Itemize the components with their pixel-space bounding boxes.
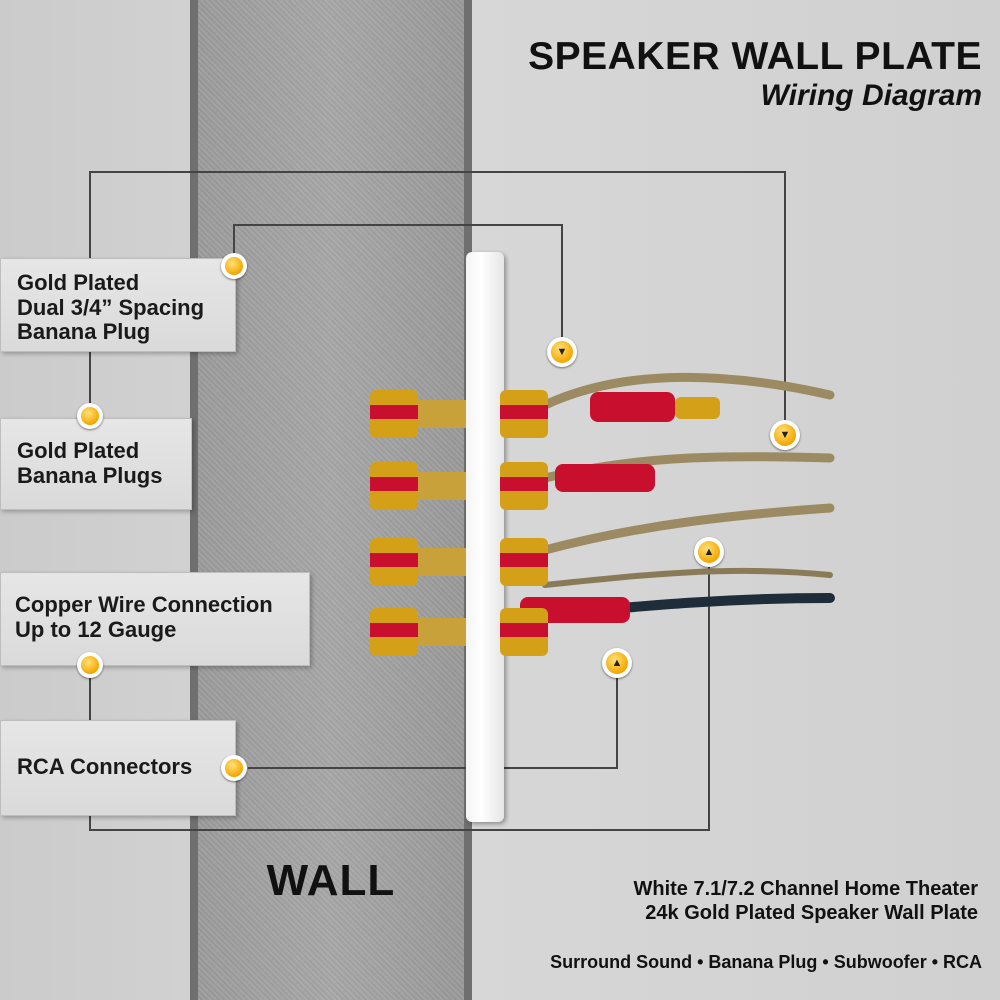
title-main: SPEAKER WALL PLATE (528, 35, 982, 78)
rca-plug-gold-tip (675, 397, 720, 419)
callout-copper-wire: Copper Wire Connection Up to 12 Gauge (0, 572, 310, 666)
footer-product-line-1: White 7.1/7.2 Channel Home Theater (633, 878, 978, 900)
up-arrow-marker-icon: ▲ (602, 648, 632, 678)
speaker-cable (540, 372, 835, 410)
footer-product-line-2: 24k Gold Plated Speaker Wall Plate (645, 902, 978, 924)
binding-post (500, 462, 548, 510)
rca-plug-red (520, 597, 630, 623)
speaker-cable (540, 503, 835, 555)
footer-tags: Surround Sound • Banana Plug • Subwoofer… (550, 952, 982, 972)
callout-line: RCA Connectors (17, 754, 193, 779)
callout-dual-banana-plug: Gold Plated Dual 3/4” Spacing Banana Plu… (0, 258, 236, 352)
callout-line: Copper Wire Connection (15, 592, 273, 617)
wall-section (190, 0, 472, 1000)
rca-plug-red (555, 464, 655, 492)
callout-line: Dual 3/4” Spacing (17, 294, 205, 320)
binding-post (500, 538, 548, 586)
callout-line: Up to 12 Gauge (15, 616, 177, 642)
gold-dot-icon (221, 755, 247, 781)
callout-line: Gold Plated (17, 270, 140, 295)
callout-line: Gold Plated (17, 438, 140, 463)
speaker-cable (542, 567, 833, 588)
gold-dot-icon (221, 253, 247, 279)
rca-plug-red (590, 392, 675, 422)
callout-banana-plugs: Gold Plated Banana Plugs (0, 418, 192, 510)
callout-line: Banana Plugs (17, 462, 163, 488)
wall-plate (466, 252, 504, 822)
binding-post (500, 608, 548, 656)
title-subtitle: Wiring Diagram (760, 78, 982, 112)
gold-dot-icon (77, 652, 103, 678)
wall-label: WALL (266, 856, 396, 905)
speaker-cable (540, 593, 835, 620)
down-arrow-marker-icon: ▼ (770, 420, 800, 450)
callout-rca-connectors: RCA Connectors (0, 720, 236, 816)
up-arrow-marker-icon: ▲ (694, 537, 724, 567)
diagram-title: SPEAKER WALL PLATE Wiring Diagram (528, 35, 982, 113)
callout-line: Banana Plug (17, 319, 151, 345)
speaker-cable (540, 452, 835, 483)
binding-post (500, 390, 548, 438)
down-arrow-marker-icon: ▼ (547, 337, 577, 367)
gold-dot-icon (77, 403, 103, 429)
